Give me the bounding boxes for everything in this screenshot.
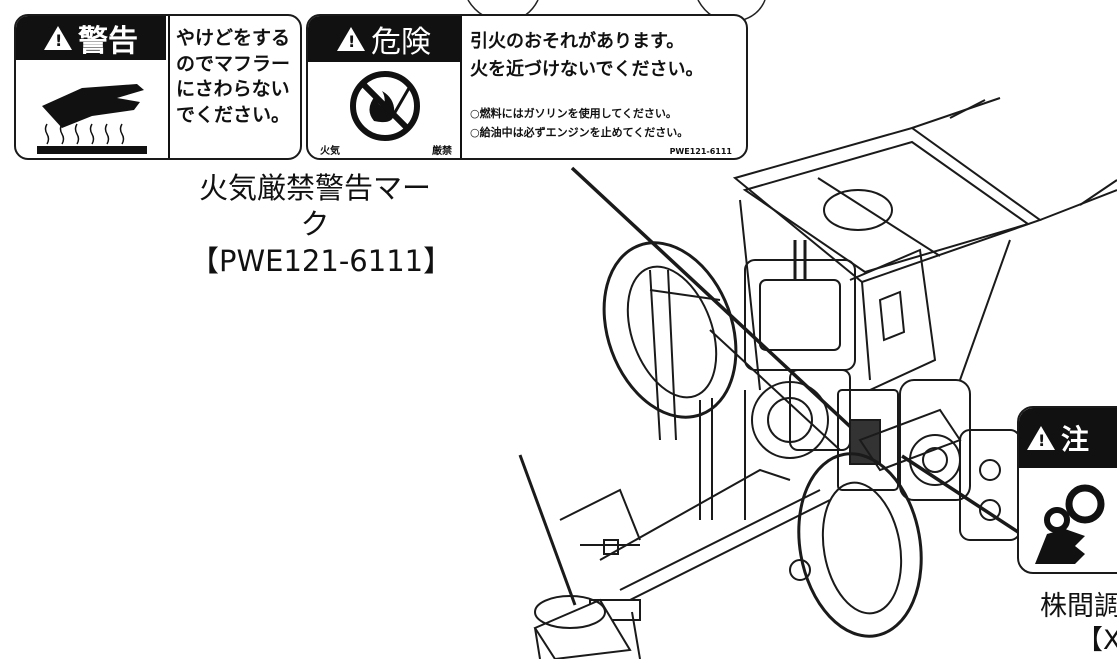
fire-label-name: 火気厳禁警告マーク [198, 171, 431, 242]
warning-message: やけどをする のでマフラー にさわらない でください。 [176, 26, 290, 129]
caution-signal-header: 注 [1019, 408, 1117, 468]
warning-line-1: やけどをする [176, 27, 291, 49]
gear-entanglement-icon [1025, 474, 1117, 570]
warning-line-3: にさわらない [176, 78, 290, 101]
no-fire-caption-right: 厳禁 [432, 146, 452, 157]
danger-note-2: ○給油中は必ずエンジンを止めてください。 [470, 126, 689, 140]
danger-message: 引火のおそれがあります。 火を近づけないでください。 [470, 28, 703, 84]
danger-label: 危険 火気 厳禁 引火のおそれがあります。 火を近づけないでください。 ○燃料に… [306, 14, 748, 160]
caution-label: 注 [1017, 406, 1117, 574]
caution-label-on-machine [849, 419, 881, 465]
caution-signal-word: 注 [1061, 423, 1090, 456]
danger-triangle-icon [337, 27, 365, 51]
warning-triangle-icon [44, 26, 72, 50]
danger-notes: ○燃料にはガソリンを使用してください。 ○給油中は必ずエンジンを止めてください。 [470, 104, 688, 143]
danger-line-2: 火を近づけないでください。 [470, 58, 704, 80]
danger-signal-word: 危険 [371, 25, 431, 60]
no-fire-icon: 火気 厳禁 [314, 66, 456, 158]
caution-triangle-icon [1027, 426, 1055, 450]
warning-line-2: のでマフラー [176, 52, 291, 75]
fire-label-caption: 火気厳禁警告マーク 【PWE121-6111】 [190, 170, 453, 279]
fire-label-code: 【PWE121-6111】 [190, 243, 453, 278]
spacing-label-code: 【X [1076, 624, 1117, 656]
danger-line-1: 引火のおそれがあります。 [470, 31, 685, 52]
warning-signal-header: 警告 [16, 16, 166, 60]
danger-signal-header: 危険 [308, 16, 460, 62]
warning-line-4: でください。 [176, 103, 291, 126]
danger-part-number: PWE121-6111 [669, 147, 732, 156]
spacing-label-caption: 株間調 【X [1040, 590, 1117, 658]
no-fire-caption-left: 火気 [320, 146, 340, 157]
warning-label: 警告 やけどをする のでマフラー にさわらない でください。 [14, 14, 302, 160]
warning-signal-word: 警告 [78, 24, 138, 59]
danger-note-1: ○燃料にはガソリンを使用してください。 [470, 107, 677, 120]
spacing-label-name: 株間調 [1040, 591, 1117, 622]
hot-surface-hand-icon [22, 66, 162, 156]
